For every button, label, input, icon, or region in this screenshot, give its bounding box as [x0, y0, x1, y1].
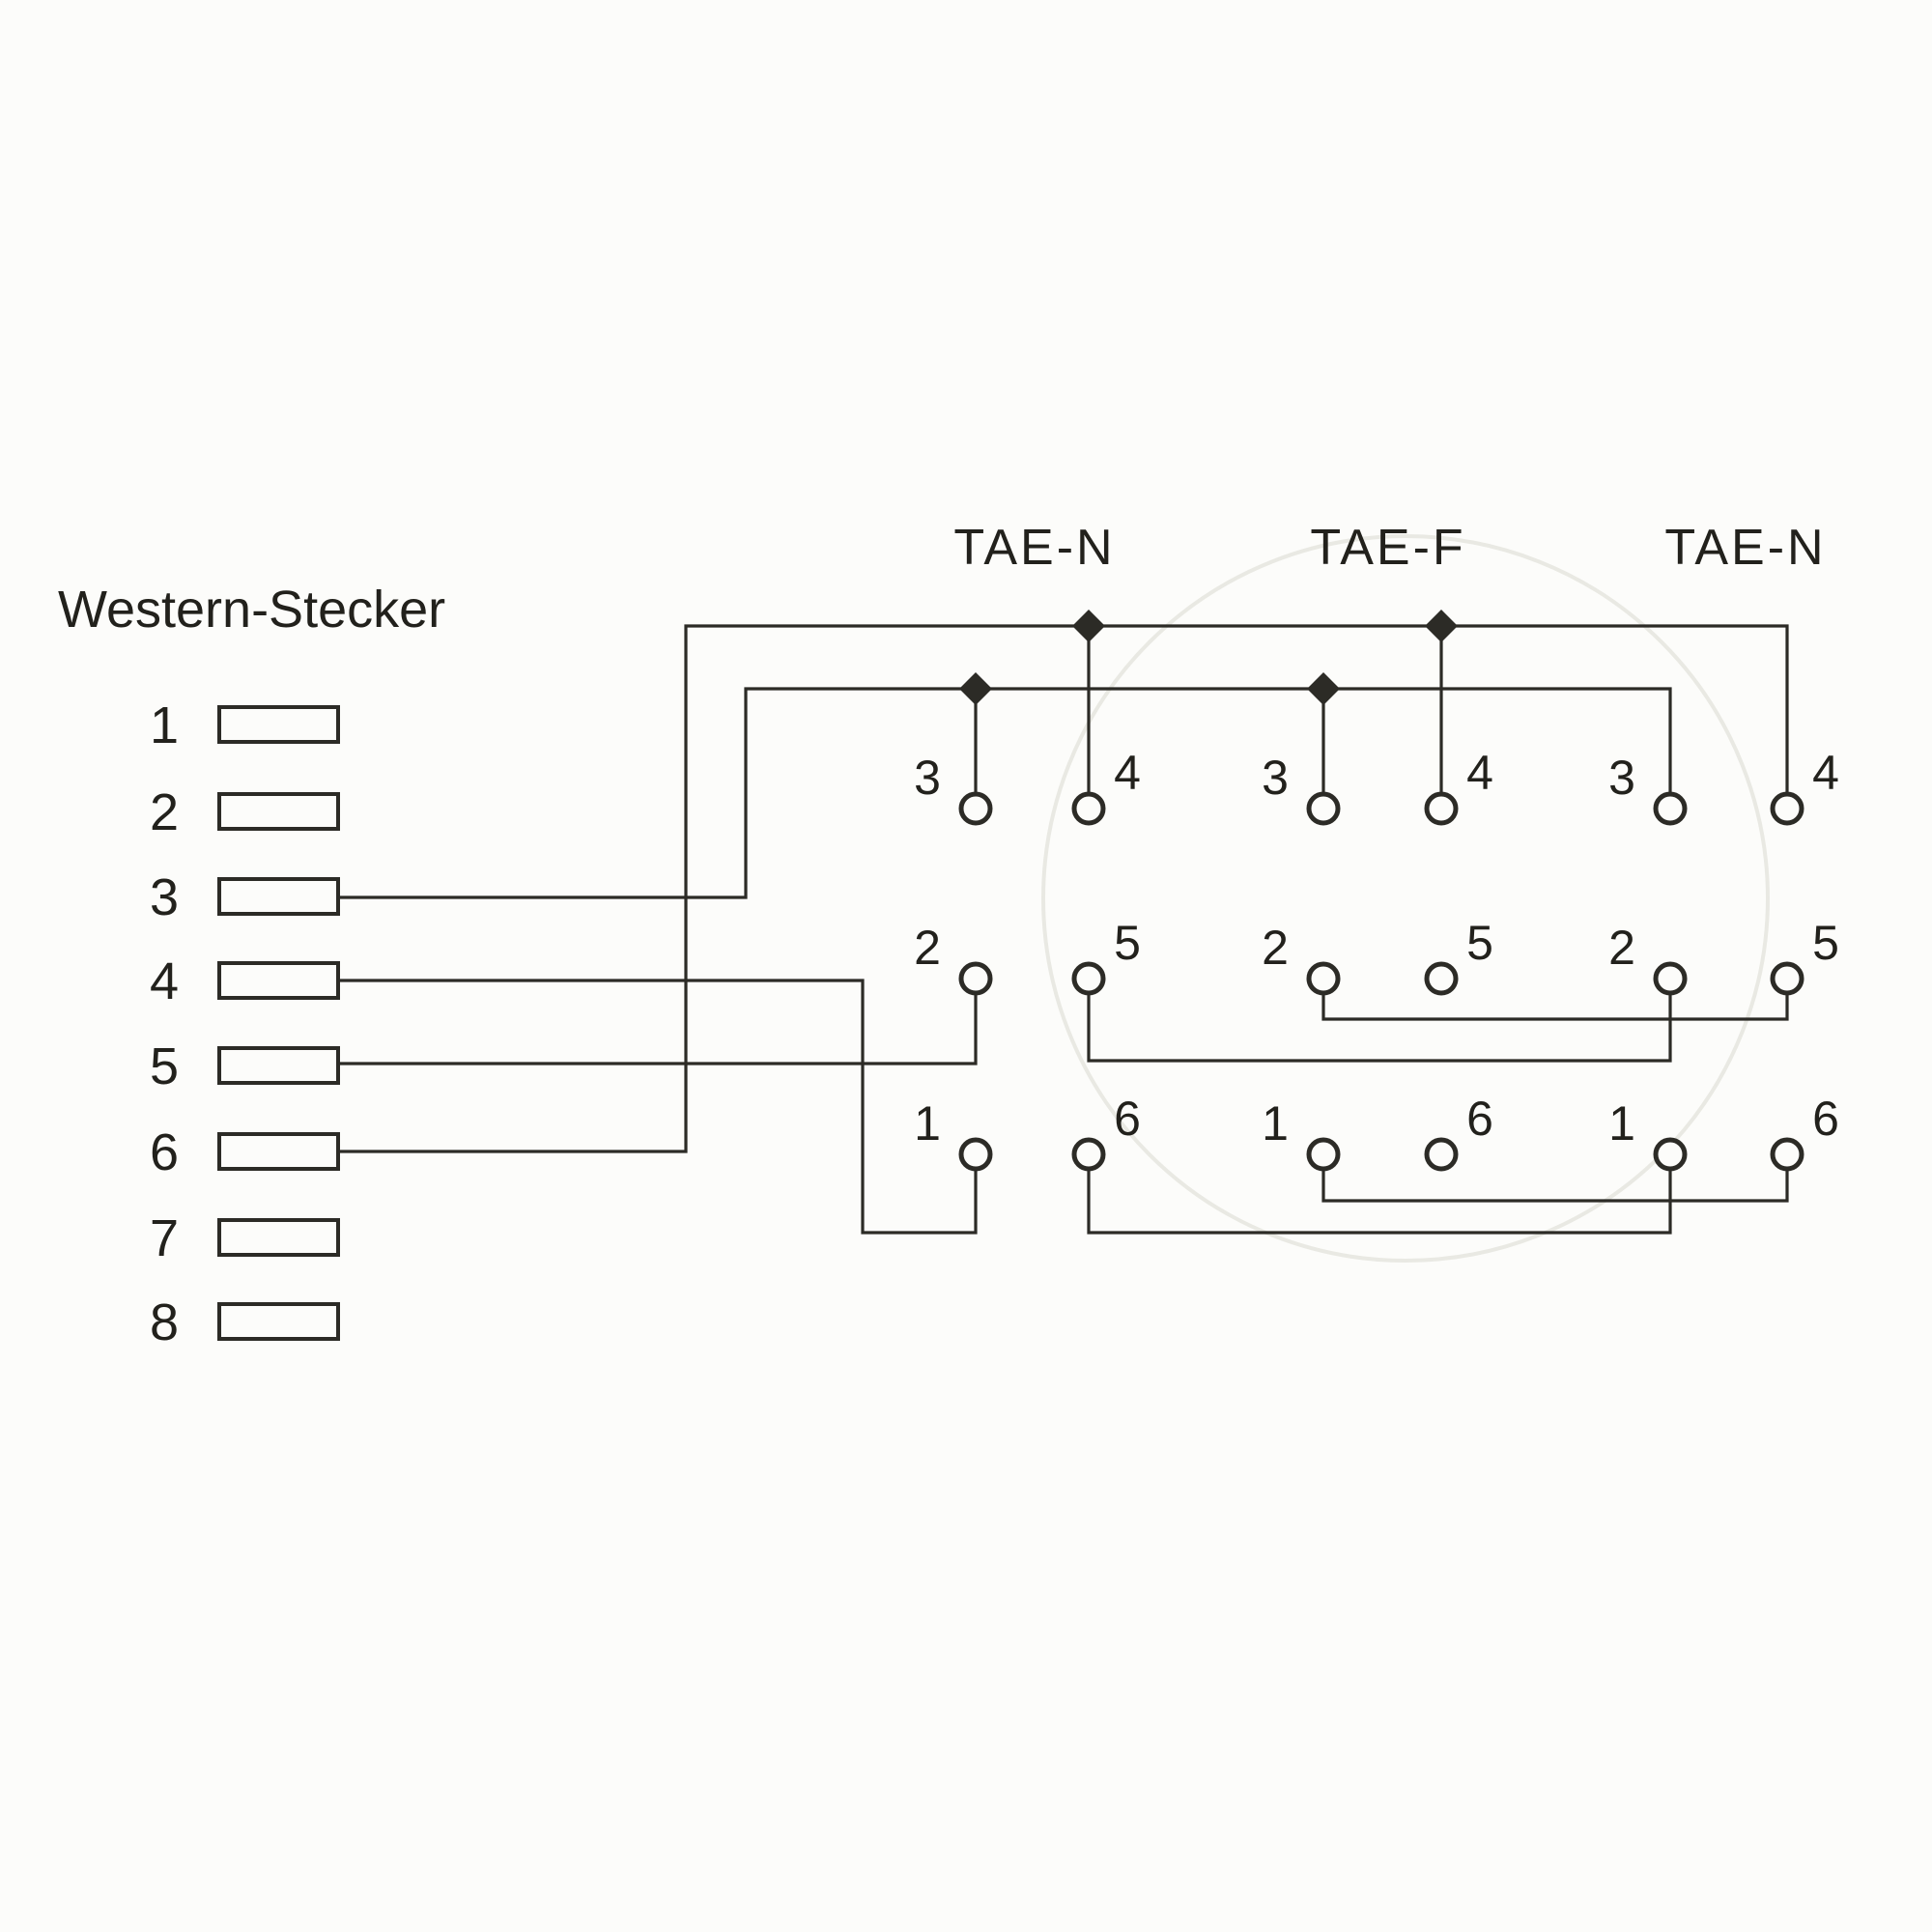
tae-n-1-contact-1-terminal	[958, 1137, 993, 1172]
tae-n-2-contact-6-terminal	[1770, 1137, 1804, 1172]
tae-f-contact-3-terminal	[1306, 791, 1341, 826]
western-pin-2-label: 2	[150, 783, 179, 841]
tae-n-1-contact-1-label: 1	[914, 1096, 941, 1151]
tae-f-contact-4-label: 4	[1466, 746, 1493, 800]
tae-n-2-contact-5-terminal	[1770, 961, 1804, 996]
western-pin-2-blade	[217, 792, 340, 831]
tae-n-2-contact-6-label: 6	[1812, 1092, 1839, 1146]
tae-n-2-contact-3-label: 3	[1608, 751, 1635, 805]
tae-n-2-contact-4-label: 4	[1812, 746, 1839, 800]
western-pin-8-label: 8	[150, 1293, 179, 1351]
western-pin-1-label: 1	[150, 696, 179, 754]
tae-n-1-contact-4-terminal	[1071, 791, 1106, 826]
tae-f-contact-5-terminal	[1424, 961, 1459, 996]
socket-heading-tae-f: TAE-F	[1310, 520, 1465, 576]
tae-n-1-contact-6-label: 6	[1114, 1092, 1141, 1146]
western-pin-3-blade	[217, 877, 340, 916]
page-title: Western-Stecker	[58, 581, 446, 639]
western-pin-7-blade	[217, 1218, 340, 1257]
tae-f-contact-2-terminal	[1306, 961, 1341, 996]
western-pin-6-label: 6	[150, 1123, 179, 1181]
junction-dot-3	[959, 672, 992, 705]
western-pin-1-blade	[217, 705, 340, 744]
tae-n-1-contact-2-label: 2	[914, 921, 941, 975]
junction-dot-4	[1307, 672, 1340, 705]
tae-f-contact-4-terminal	[1424, 791, 1459, 826]
wire-tae2-2-to-tae3-5	[1321, 977, 1789, 1021]
socket-heading-tae-n-1: TAE-N	[953, 520, 1115, 576]
tae-n-2-contact-2-label: 2	[1608, 921, 1635, 975]
wire-tae2-1-to-tae3-6	[1321, 1152, 1789, 1203]
western-pin-6-blade	[217, 1132, 340, 1171]
western-pin-7-label: 7	[150, 1209, 179, 1267]
tae-n-1-contact-5-terminal	[1071, 961, 1106, 996]
wire-pin3-bus-contact3	[336, 687, 1672, 899]
tae-f-contact-5-label: 5	[1466, 916, 1493, 970]
wire-pin4-to-tae1-1	[336, 979, 978, 1235]
western-pin-3-label: 3	[150, 868, 179, 926]
tae-n-2-contact-5-label: 5	[1812, 916, 1839, 970]
western-pin-4-blade	[217, 961, 340, 1000]
tae-f-contact-1-terminal	[1306, 1137, 1341, 1172]
tae-n-2-contact-1-label: 1	[1608, 1096, 1635, 1151]
tae-n-1-contact-3-terminal	[958, 791, 993, 826]
tae-n-1-contact-4-label: 4	[1114, 746, 1141, 800]
tae-n-2-contact-2-terminal	[1653, 961, 1688, 996]
tae-n-1-contact-3-label: 3	[914, 751, 941, 805]
junction-dot-1	[1072, 610, 1105, 642]
tae-n-1-contact-5-label: 5	[1114, 916, 1141, 970]
wire-pin5-to-tae1-2	[336, 977, 978, 1065]
western-pin-4-label: 4	[150, 952, 179, 1010]
tae-n-1-contact-2-terminal	[958, 961, 993, 996]
tae-n-2-contact-3-terminal	[1653, 791, 1688, 826]
western-pin-5-blade	[217, 1046, 340, 1085]
tae-f-contact-1-label: 1	[1262, 1096, 1289, 1151]
socket-heading-tae-n-2: TAE-N	[1664, 520, 1826, 576]
junction-dot-2	[1425, 610, 1458, 642]
tae-n-1-contact-6-terminal	[1071, 1137, 1106, 1172]
tae-f-contact-2-label: 2	[1262, 921, 1289, 975]
western-pin-5-label: 5	[150, 1037, 179, 1095]
tae-n-2-contact-4-terminal	[1770, 791, 1804, 826]
western-pin-8-blade	[217, 1302, 340, 1341]
wire-pin6-bus-contact4	[336, 624, 1789, 1153]
tae-n-2-contact-1-terminal	[1653, 1137, 1688, 1172]
watermark-circle	[1041, 534, 1770, 1263]
tae-f-contact-3-label: 3	[1262, 751, 1289, 805]
tae-f-contact-6-terminal	[1424, 1137, 1459, 1172]
wire-tae1-6-to-tae3-1	[1087, 1152, 1672, 1235]
tae-f-contact-6-label: 6	[1466, 1092, 1493, 1146]
